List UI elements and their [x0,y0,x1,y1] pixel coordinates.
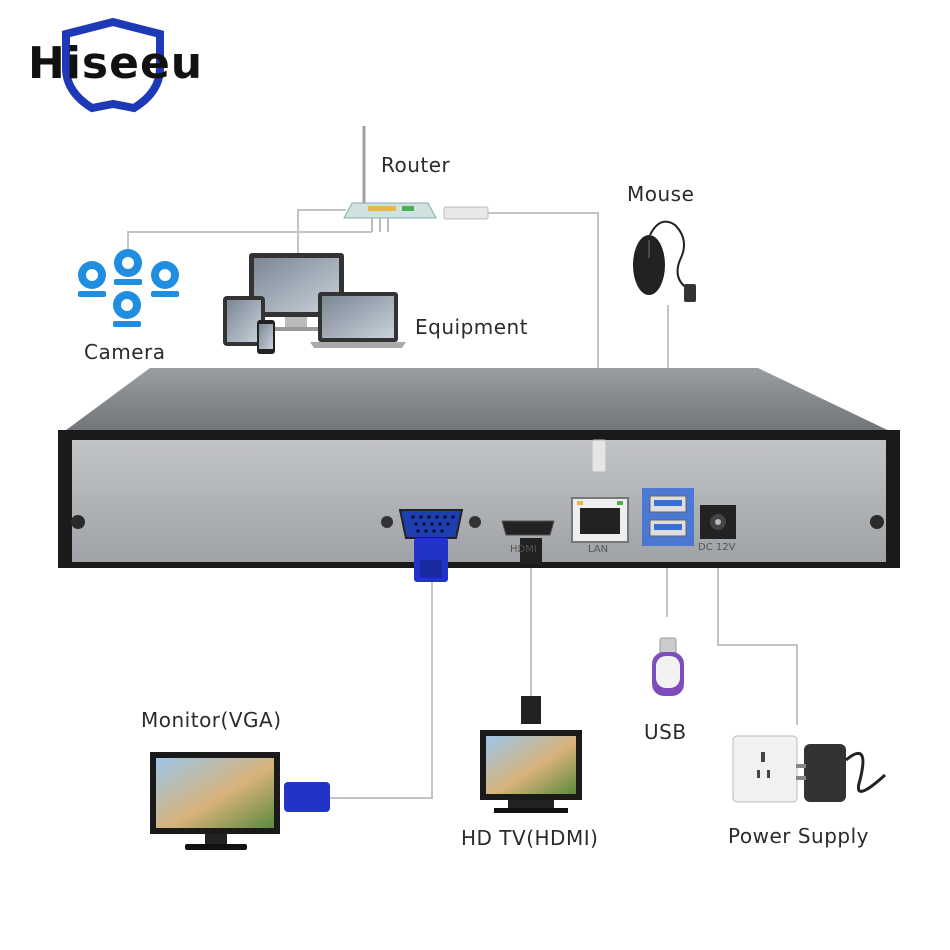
nvr-back-panel [58,430,900,568]
camera-icon-2 [114,249,142,285]
hdmi-port-label: HDMI [510,544,537,555]
lan-port-label: LAN [588,544,609,555]
hdmi-plug-icon [521,696,541,724]
mouse-label: Mouse [627,182,695,206]
usb-stick-icon [652,637,684,696]
usb-ports [642,488,694,546]
camera-icon-3 [151,261,179,297]
brand-logo: Hiseeu [28,38,204,89]
router-label: Router [381,153,451,177]
power-line [717,540,798,725]
mouse-icon [633,220,696,302]
equipment-label: Equipment [415,315,529,339]
vga-port [381,509,481,582]
hdmi-port [501,520,555,564]
vga-monitor-icon [150,752,330,850]
vga-monitor-line [330,580,433,799]
camera-icon-1 [78,261,106,297]
hd-tv-label: HD TV(HDMI) [461,826,599,850]
camera-icon-4 [113,291,141,327]
equipment-router-line [297,209,346,258]
dc-port-label: DC 12V [698,542,736,553]
equipment-icons [223,253,406,354]
lan-port [571,439,629,543]
router-lan-line [488,212,599,440]
nvr-top-panel [58,368,900,436]
monitor-vga-label: Monitor(VGA) [141,708,282,732]
dc-power-port [700,505,736,539]
hd-tv-icon [480,730,582,813]
brand-shield-icon [62,17,164,113]
camera-icons [78,249,179,327]
camera-label: Camera [84,340,166,364]
power-supply-label: Power Supply [728,824,869,848]
power-supply-icon [732,735,887,803]
usb-label: USB [644,720,687,744]
router-icon [343,126,489,232]
